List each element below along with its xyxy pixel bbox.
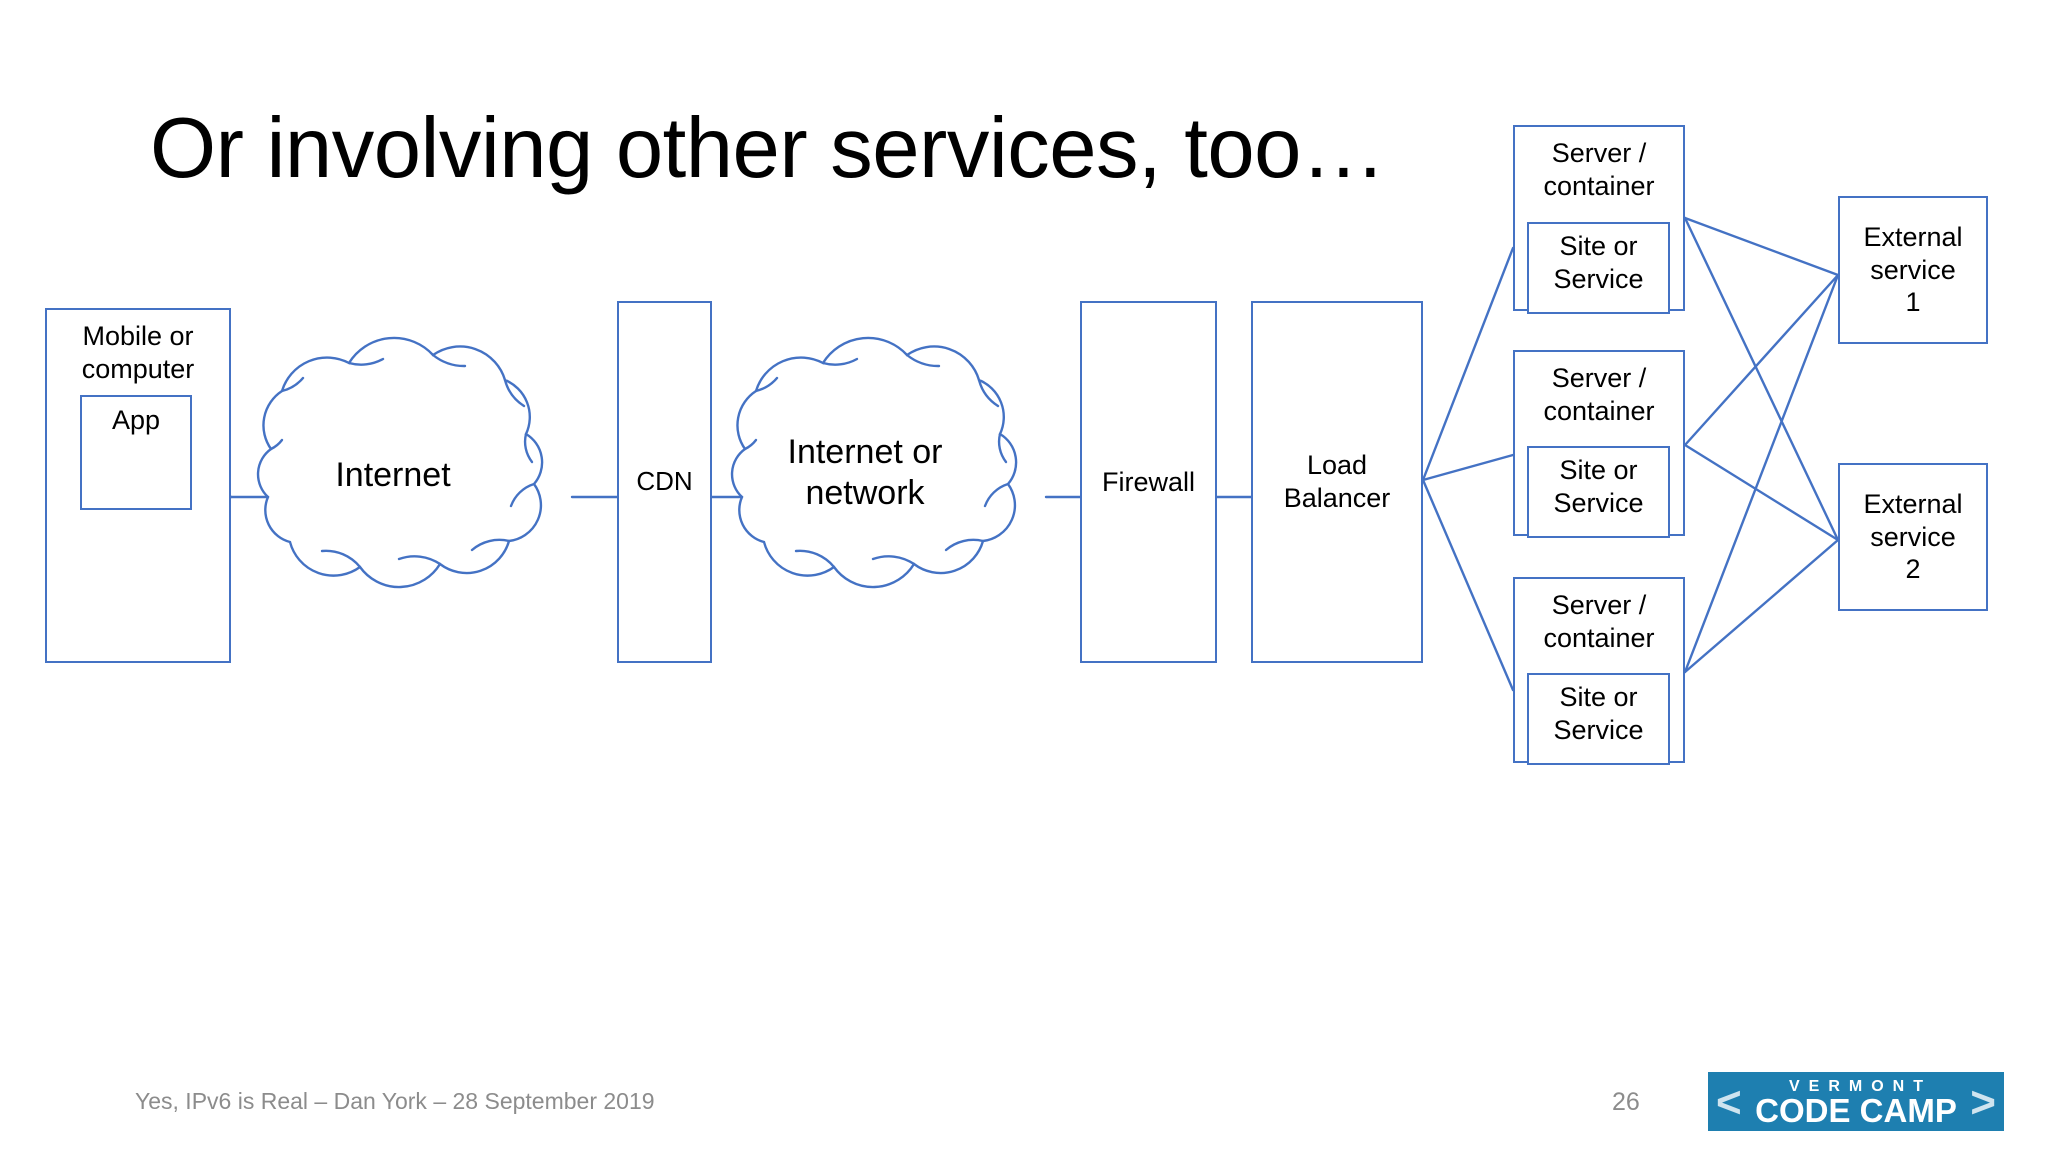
node-server-container-2-label: Server / container xyxy=(1543,363,1655,426)
cloud-internet-label: Internet xyxy=(335,456,451,494)
node-cdn-label: CDN xyxy=(636,466,693,497)
node-firewall-label: Firewall xyxy=(1101,466,1195,497)
angle-bracket-left-icon: < xyxy=(1716,1077,1742,1127)
node-external-service-2[interactable]: External service 2 xyxy=(1838,463,1988,611)
vermont-code-camp-logo: < > VERMONT CODE CAMP xyxy=(1708,1072,2004,1131)
logo-inner: < > VERMONT CODE CAMP xyxy=(1708,1072,2004,1131)
logo-line-vermont: VERMONT xyxy=(1789,1078,1932,1095)
node-site-or-service-1[interactable]: Site or Service xyxy=(1527,222,1670,314)
footer-attribution: Yes, IPv6 is Real – Dan York – 28 Septem… xyxy=(135,1088,655,1114)
node-external-service-2-label: External service 2 xyxy=(1863,488,1963,585)
node-site-or-service-3[interactable]: Site or Service xyxy=(1527,673,1670,765)
node-site-or-service-2[interactable]: Site or Service xyxy=(1527,446,1670,538)
node-mobile-or-computer-label: Mobile or computer xyxy=(81,321,195,384)
logo-line-code-camp: CODE CAMP xyxy=(1755,1092,1957,1129)
node-app[interactable]: App xyxy=(80,395,192,510)
page-number: 26 xyxy=(1612,1088,1640,1116)
node-server-container-3-label: Server / container xyxy=(1543,590,1655,653)
cloud-internet-or-network-label: Internet or network xyxy=(787,433,943,512)
node-server-container-1-label: Server / container xyxy=(1543,138,1655,201)
node-external-service-1[interactable]: External service 1 xyxy=(1838,196,1988,344)
node-load-balancer-label: Load Balancer xyxy=(1283,450,1391,513)
node-external-service-1-label: External service 1 xyxy=(1863,221,1963,318)
node-load-balancer[interactable]: Load Balancer xyxy=(1251,301,1423,663)
node-site-or-service-3-label: Site or Service xyxy=(1553,682,1644,745)
node-firewall[interactable]: Firewall xyxy=(1080,301,1217,663)
node-app-label: App xyxy=(111,405,161,435)
node-site-or-service-2-label: Site or Service xyxy=(1553,455,1644,518)
node-cdn[interactable]: CDN xyxy=(617,301,712,663)
angle-bracket-right-icon: > xyxy=(1970,1077,1996,1127)
node-site-or-service-1-label: Site or Service xyxy=(1553,231,1644,294)
page-title: Or involving other services, too… xyxy=(150,101,1386,196)
